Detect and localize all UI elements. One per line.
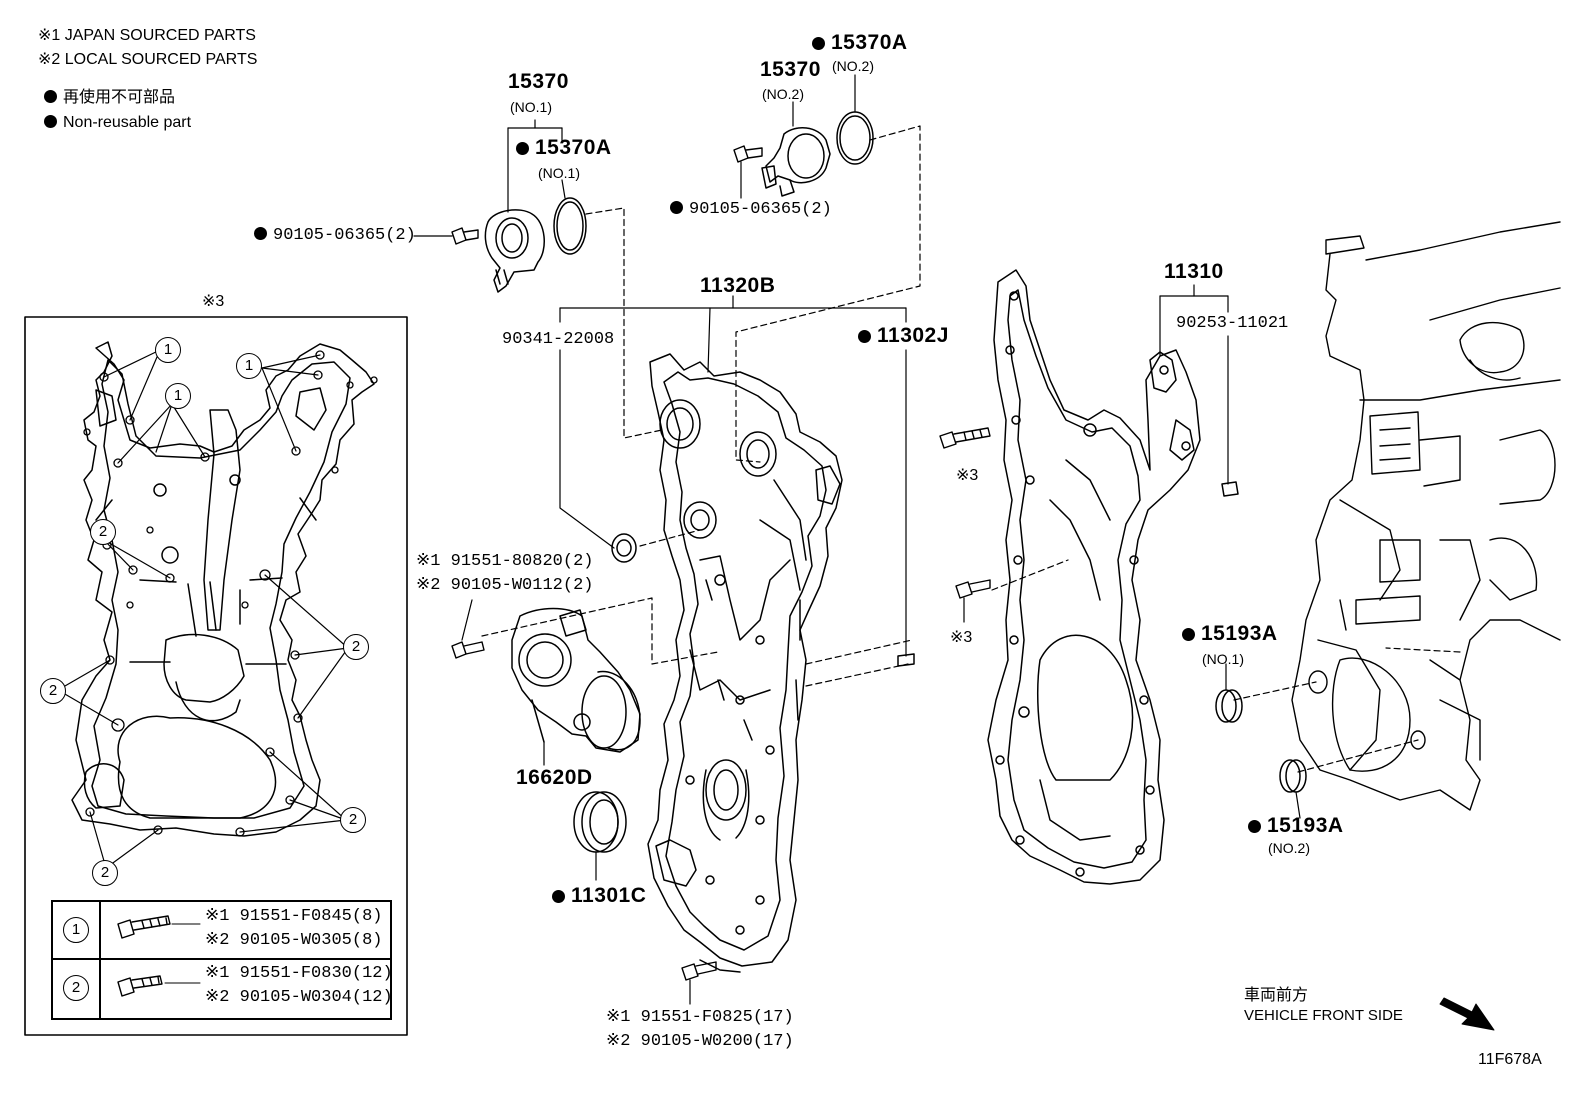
- ocv-15370-no2: [761, 127, 831, 197]
- bracket-11310: [1159, 284, 1229, 485]
- bottom-bolt: [681, 961, 717, 1005]
- pin-90253-11021: [1221, 481, 1239, 497]
- table-bolt-1: [117, 915, 201, 939]
- label-15370a-no1-sub: (NO.1): [538, 165, 580, 181]
- label-15193a-no1-sub: (NO.1): [1202, 651, 1244, 667]
- table-bolt-2: [117, 975, 201, 997]
- label-tensioner-bolt-2: ※2 90105-W0112(2): [416, 576, 594, 595]
- legend-local-sourced: ※2 LOCAL SOURCED PARTS: [38, 51, 258, 68]
- label-11320b: 11320B: [700, 274, 776, 297]
- timing-cover-11320b: [647, 353, 843, 973]
- oil-seal-11301c: [573, 791, 627, 853]
- label-bolt-left: 90105-06365(2): [254, 226, 416, 246]
- nonreusable-dot-icon: [44, 90, 57, 103]
- label-11302j: 11302J: [858, 325, 949, 346]
- engine-block: [1291, 221, 1561, 811]
- bolt-note3-b: [955, 579, 991, 623]
- oring-15370a-no2: [836, 111, 874, 165]
- bracket-11320b: [559, 295, 907, 657]
- plug-90341-22008: [611, 533, 637, 563]
- cover-11310: [987, 269, 1201, 885]
- nonreusable-dot-icon: [1182, 628, 1195, 641]
- label-11301c: 11301C: [552, 885, 646, 906]
- ref-circle-2: 2: [343, 634, 369, 660]
- nonreusable-dot-icon: [44, 115, 57, 128]
- nonreusable-dot-icon: [670, 201, 683, 214]
- ref-circle-2: 2: [92, 860, 118, 886]
- label-90253-11021: 90253-11021: [1176, 314, 1289, 333]
- label-15370a-no1: 15370A: [516, 137, 612, 158]
- label-15370a-no2-sub: (NO.2): [832, 58, 874, 74]
- label-15370-no2-sub: (NO.2): [762, 86, 804, 102]
- inset-bolt-holes: [83, 350, 378, 837]
- ref-circle-1: 1: [155, 337, 181, 363]
- table-divider-h: [53, 958, 390, 960]
- ref-circle-1: 1: [236, 353, 262, 379]
- table-divider-v: [99, 902, 101, 1018]
- seal-15193a-no1: [1215, 689, 1243, 723]
- label-15370-no1-sub: (NO.1): [510, 99, 552, 115]
- label-15370a-no2: 15370A: [812, 32, 908, 53]
- label-15370-no2: 15370: [760, 58, 821, 81]
- inset-leaders: [57, 349, 349, 869]
- label-bolt-right: 90105-06365(2): [670, 200, 832, 220]
- oring-15370a-no1: [553, 197, 587, 255]
- nonreusable-dot-icon: [1248, 820, 1261, 833]
- table-row2-part-a: ※1 91551-F0830(12): [205, 964, 393, 983]
- figure-id: 11F678A: [1478, 1051, 1542, 1068]
- ref-circle-2: 2: [40, 678, 66, 704]
- vehicle-front-arrow: [1439, 997, 1495, 1031]
- ref-circle-1: 1: [165, 383, 191, 409]
- tensioner-bolt: [451, 599, 485, 659]
- dashed-guides: [481, 125, 1461, 773]
- table-ref-2: 2: [63, 975, 89, 1001]
- vehicle-front-jp: 車両前方: [1244, 987, 1309, 1004]
- label-15193a-no2: 15193A: [1248, 815, 1344, 836]
- legend-nonreusable-en: Non-reusable part: [44, 113, 191, 133]
- seal-15193a-no2: [1279, 759, 1307, 793]
- label-16620d: 16620D: [516, 766, 593, 789]
- inset-cover-outline: [71, 341, 375, 837]
- table-row2-part-b: ※2 90105-W0304(12): [205, 988, 393, 1007]
- nonreusable-dot-icon: [254, 227, 267, 240]
- bolt-90105-06365-right: [733, 145, 763, 199]
- detail-inset-frame: [24, 316, 408, 1036]
- ocv-15370-no1: [484, 209, 545, 293]
- label-11310: 11310: [1164, 260, 1224, 283]
- nonreusable-dot-icon: [552, 890, 565, 903]
- legend-japan-sourced: ※1 JAPAN SOURCED PARTS: [38, 27, 256, 44]
- label-note3-a: ※3: [956, 467, 979, 484]
- nonreusable-dot-icon: [516, 142, 529, 155]
- label-15193a-no1: 15193A: [1182, 623, 1278, 644]
- nonreusable-dot-icon: [858, 330, 871, 343]
- label-note3-b: ※3: [950, 629, 973, 646]
- label-90341-22008: 90341-22008: [502, 330, 615, 349]
- table-row1-part-b: ※2 90105-W0305(8): [205, 931, 383, 950]
- ref-circle-2: 2: [90, 519, 116, 545]
- bolt-note3-a: [939, 427, 991, 449]
- table-ref-1: 1: [63, 917, 89, 943]
- bolt-90105-06365-left: [413, 227, 479, 245]
- bolt-detail-table: 1 2 ※1 91551-F0845(8) ※2 90105-W0305(8) …: [51, 900, 393, 1020]
- label-tensioner-bolt-1: ※1 91551-80820(2): [416, 552, 594, 571]
- ref-circle-2: 2: [340, 807, 366, 833]
- vehicle-front-en: VEHICLE FRONT SIDE: [1244, 1007, 1403, 1024]
- table-row1-part-a: ※1 91551-F0845(8): [205, 907, 383, 926]
- pin-11302j: [897, 653, 915, 667]
- nonreusable-dot-icon: [812, 37, 825, 50]
- label-note3-top: ※3: [202, 293, 225, 310]
- tensioner-16620d: [511, 607, 641, 753]
- label-15370-no1: 15370: [508, 70, 569, 93]
- label-bottom-bolt-2: ※2 90105-W0200(17): [606, 1032, 794, 1051]
- label-bottom-bolt-1: ※1 91551-F0825(17): [606, 1008, 794, 1027]
- label-15193a-no2-sub: (NO.2): [1268, 840, 1310, 856]
- legend-nonreusable-jp: 再使用不可部品: [44, 88, 175, 108]
